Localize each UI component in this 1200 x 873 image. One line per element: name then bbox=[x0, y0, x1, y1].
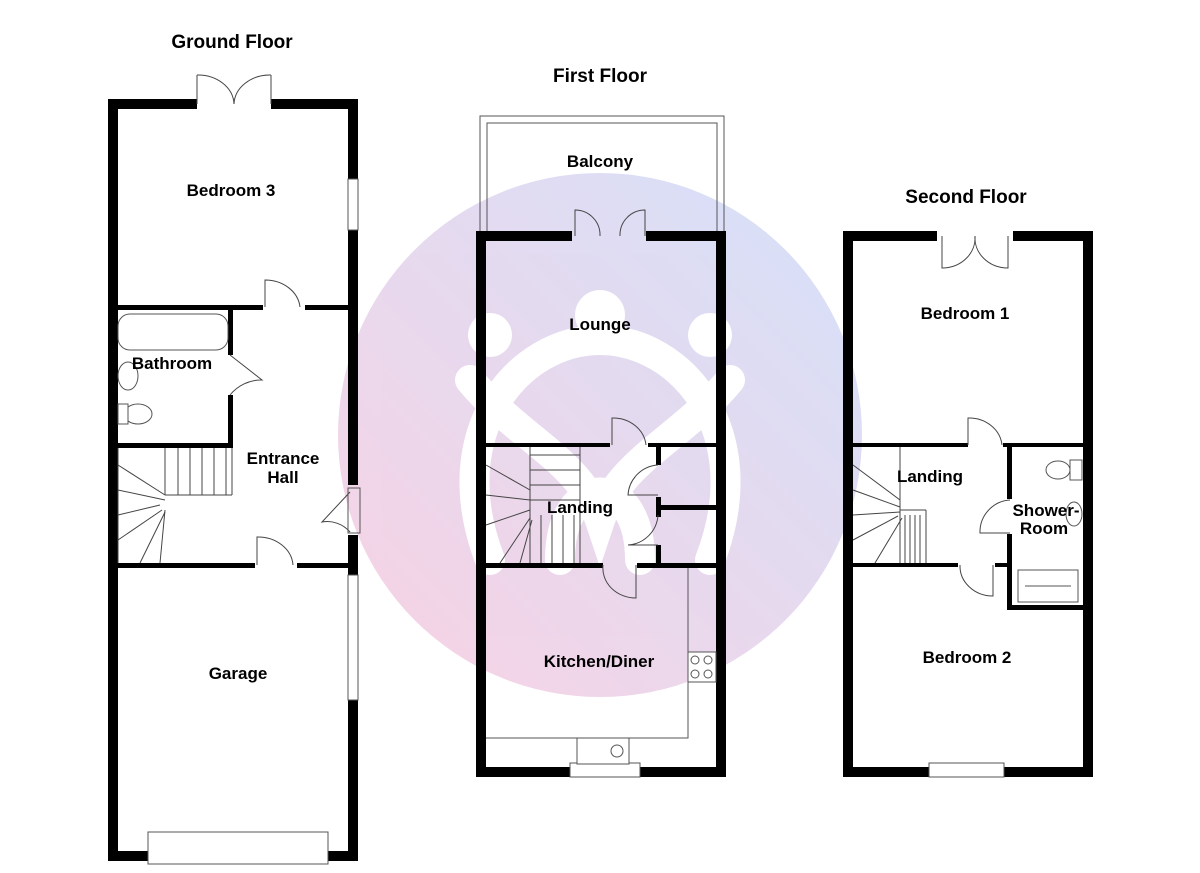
ground-floor-title: Ground Floor bbox=[171, 32, 293, 53]
second-landing-label: Landing bbox=[897, 467, 963, 486]
shower-room-label-line2: Room bbox=[1020, 519, 1068, 538]
bathroom-label: Bathroom bbox=[132, 354, 212, 373]
bedroom-2-label: Bedroom 2 bbox=[923, 648, 1012, 667]
first-floor: First Floor Balcony Lounge Landing Kitch… bbox=[476, 66, 726, 778]
bedroom-3-label: Bedroom 3 bbox=[187, 181, 276, 200]
balcony-label: Balcony bbox=[567, 152, 634, 171]
watermark-logo bbox=[338, 173, 862, 697]
ground-floor: Ground Floor Bedroom 3 Bathroom Entrance… bbox=[108, 32, 361, 865]
first-floor-title: First Floor bbox=[553, 66, 648, 87]
shower-room-label-line1: Shower- bbox=[1012, 501, 1079, 520]
second-floor-title: Second Floor bbox=[905, 187, 1027, 208]
bedroom-1-label: Bedroom 1 bbox=[921, 304, 1010, 323]
garage-label: Garage bbox=[209, 664, 268, 683]
kitchen-diner-label: Kitchen/Diner bbox=[544, 652, 655, 671]
entrance-hall-label-line2: Hall bbox=[267, 468, 298, 487]
entrance-hall-label-line1: Entrance bbox=[247, 449, 320, 468]
first-landing-label: Landing bbox=[547, 498, 613, 517]
second-floor: Second Floor Bedroom 1 Landing Shower- R… bbox=[843, 187, 1093, 778]
lounge-label: Lounge bbox=[569, 315, 630, 334]
